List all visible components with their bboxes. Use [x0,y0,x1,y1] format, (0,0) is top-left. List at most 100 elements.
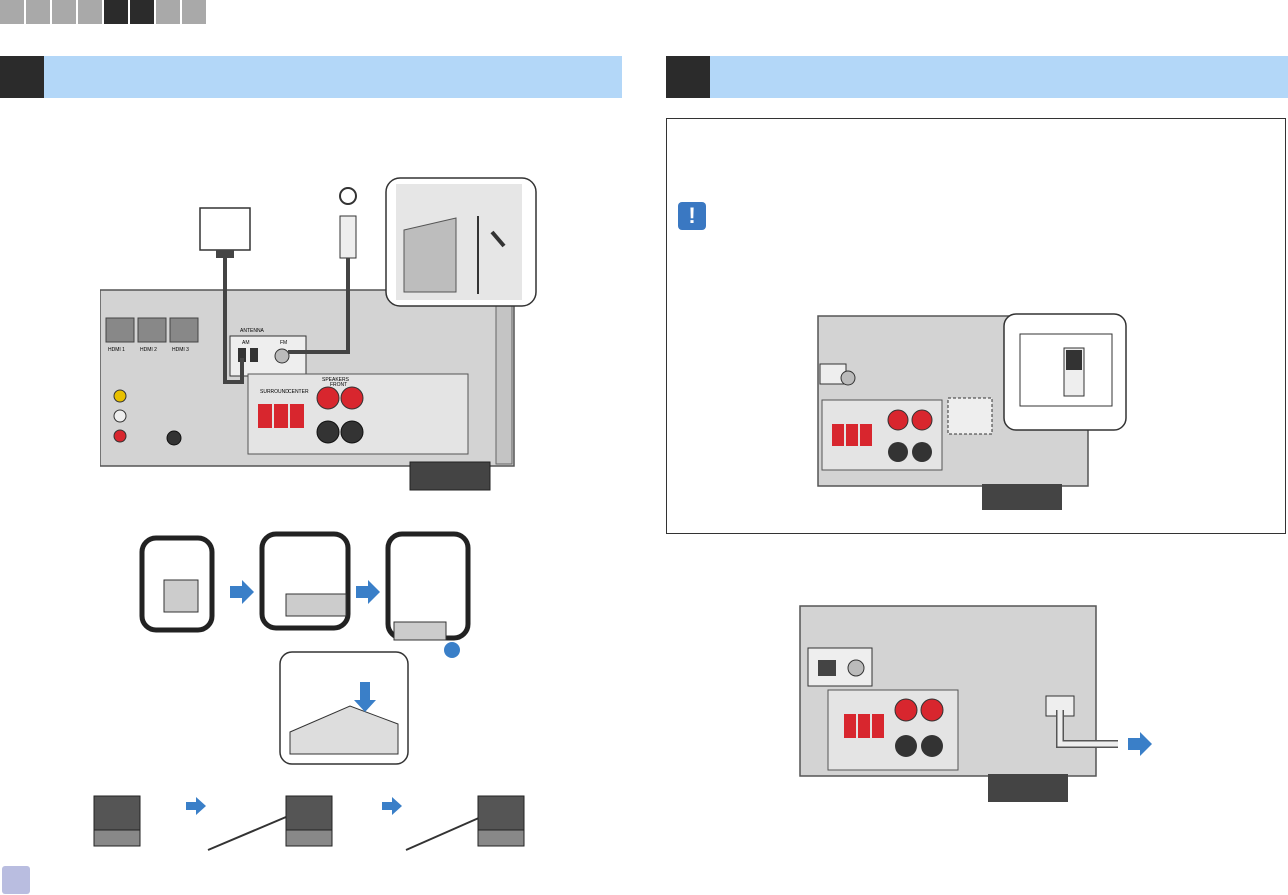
power-cord-inner [1057,710,1118,747]
right-section-header [666,56,1288,98]
front-terminal [340,420,364,444]
rotate-arrow-icon [444,642,460,658]
voltage-selector-box [666,118,1286,534]
voltage-selector-knob [1066,350,1082,370]
am-antenna-base [216,250,234,258]
section-number-box [0,56,44,98]
hdmi2-label: HDMI 2 [140,347,157,353]
front-terminal [911,409,933,431]
speaker-terminal [858,714,870,738]
stand-closeup [289,705,399,755]
voltage-selector-area [947,397,993,435]
progress-segment [182,0,206,24]
loop-antenna-stand [163,579,199,613]
progress-segment [156,0,180,24]
arrow-right-icon [230,580,254,604]
panel-side [495,305,513,465]
am-terminal [818,660,836,676]
front-terminal [921,735,943,757]
speaker-terminal [258,404,272,428]
push-terminal [285,795,333,831]
am-label: AM [242,340,250,346]
progress-segment [52,0,76,24]
hdmi-port [105,317,135,343]
rca-jack [113,409,127,423]
progress-bar [0,0,206,24]
front-terminal [316,420,340,444]
am-antenna-assembly-illustration [139,531,471,765]
front-terminal [895,735,917,757]
rca-jack [113,389,127,403]
fm-label: FM [280,340,287,346]
hdmi-port [169,317,199,343]
am-antenna [199,207,251,251]
progress-segment [130,0,154,24]
loop-antenna-stand [285,593,347,617]
front-terminal [888,442,908,462]
front-terminal [316,386,340,410]
arrow-right-icon [382,797,402,815]
push-terminal-lever [477,829,525,847]
fm-jack [274,348,290,364]
speakers-label: SPEAKERS [322,377,350,383]
surround-label: SURROUND [260,389,289,395]
front-terminal [887,409,909,431]
am-antenna-cable [223,258,244,384]
speaker-terminal [844,714,856,738]
section-number-box [666,56,710,98]
loop-antenna-step1 [139,535,215,633]
front-terminal [920,698,944,722]
rca-jack [113,429,127,443]
am-terminal [238,348,246,362]
speaker-terminal [860,424,872,446]
push-terminal-lever [285,829,333,847]
progress-segment [104,0,128,24]
push-terminal [93,795,141,831]
left-section-header [0,56,622,98]
arrow-right-icon [186,797,206,815]
front-terminal [340,386,364,410]
receiver-foot [988,774,1068,802]
front-terminal [912,442,932,462]
pin-icon [490,230,506,248]
loop-antenna-step2 [259,531,351,631]
hdmi1-label: HDMI 1 [108,347,125,353]
receiver-foot [409,461,491,491]
center-label: CENTER [288,389,309,395]
speaker-terminal [846,424,858,446]
push-terminal [477,795,525,831]
speaker-terminal [872,714,884,738]
arrow-right-icon [1128,732,1152,756]
fm-jack [847,659,865,677]
loop-antenna-stand [393,621,447,641]
speaker-terminal [832,424,844,446]
front-label: FRONT [330,382,347,388]
voltage-selector-illustration [817,313,1127,510]
antenna-label: ANTENNA [240,328,265,334]
lightbulb-icon [2,866,30,894]
arrow-down-icon [354,682,376,712]
cable-insertion-steps [93,795,525,851]
antenna-connection-illustration: HDMI 1 HDMI 2 HDMI 3 ANTENNA AM FM SPEAK… [100,177,537,491]
progress-segment [0,0,24,24]
arrow-right-icon [356,580,380,604]
fm-jack [840,370,856,386]
power-cord-illustration [799,605,1152,802]
selector-outline [1019,333,1113,407]
hdmi3-label: HDMI 3 [172,347,189,353]
wall-illustration [403,217,457,293]
fm-antenna-body [339,215,357,259]
subwoofer-jack [166,430,182,446]
fm-antenna-cable [288,258,350,354]
receiver-foot [982,484,1062,510]
push-terminal-lever [93,829,141,847]
speaker-terminal [274,404,288,428]
front-terminal [894,698,918,722]
am-terminal [250,348,258,362]
fm-antenna-loop [339,187,357,205]
hdmi-port [137,317,167,343]
speaker-terminal [290,404,304,428]
progress-segment [78,0,102,24]
exclamation-icon: ! [678,202,706,230]
progress-segment [26,0,50,24]
